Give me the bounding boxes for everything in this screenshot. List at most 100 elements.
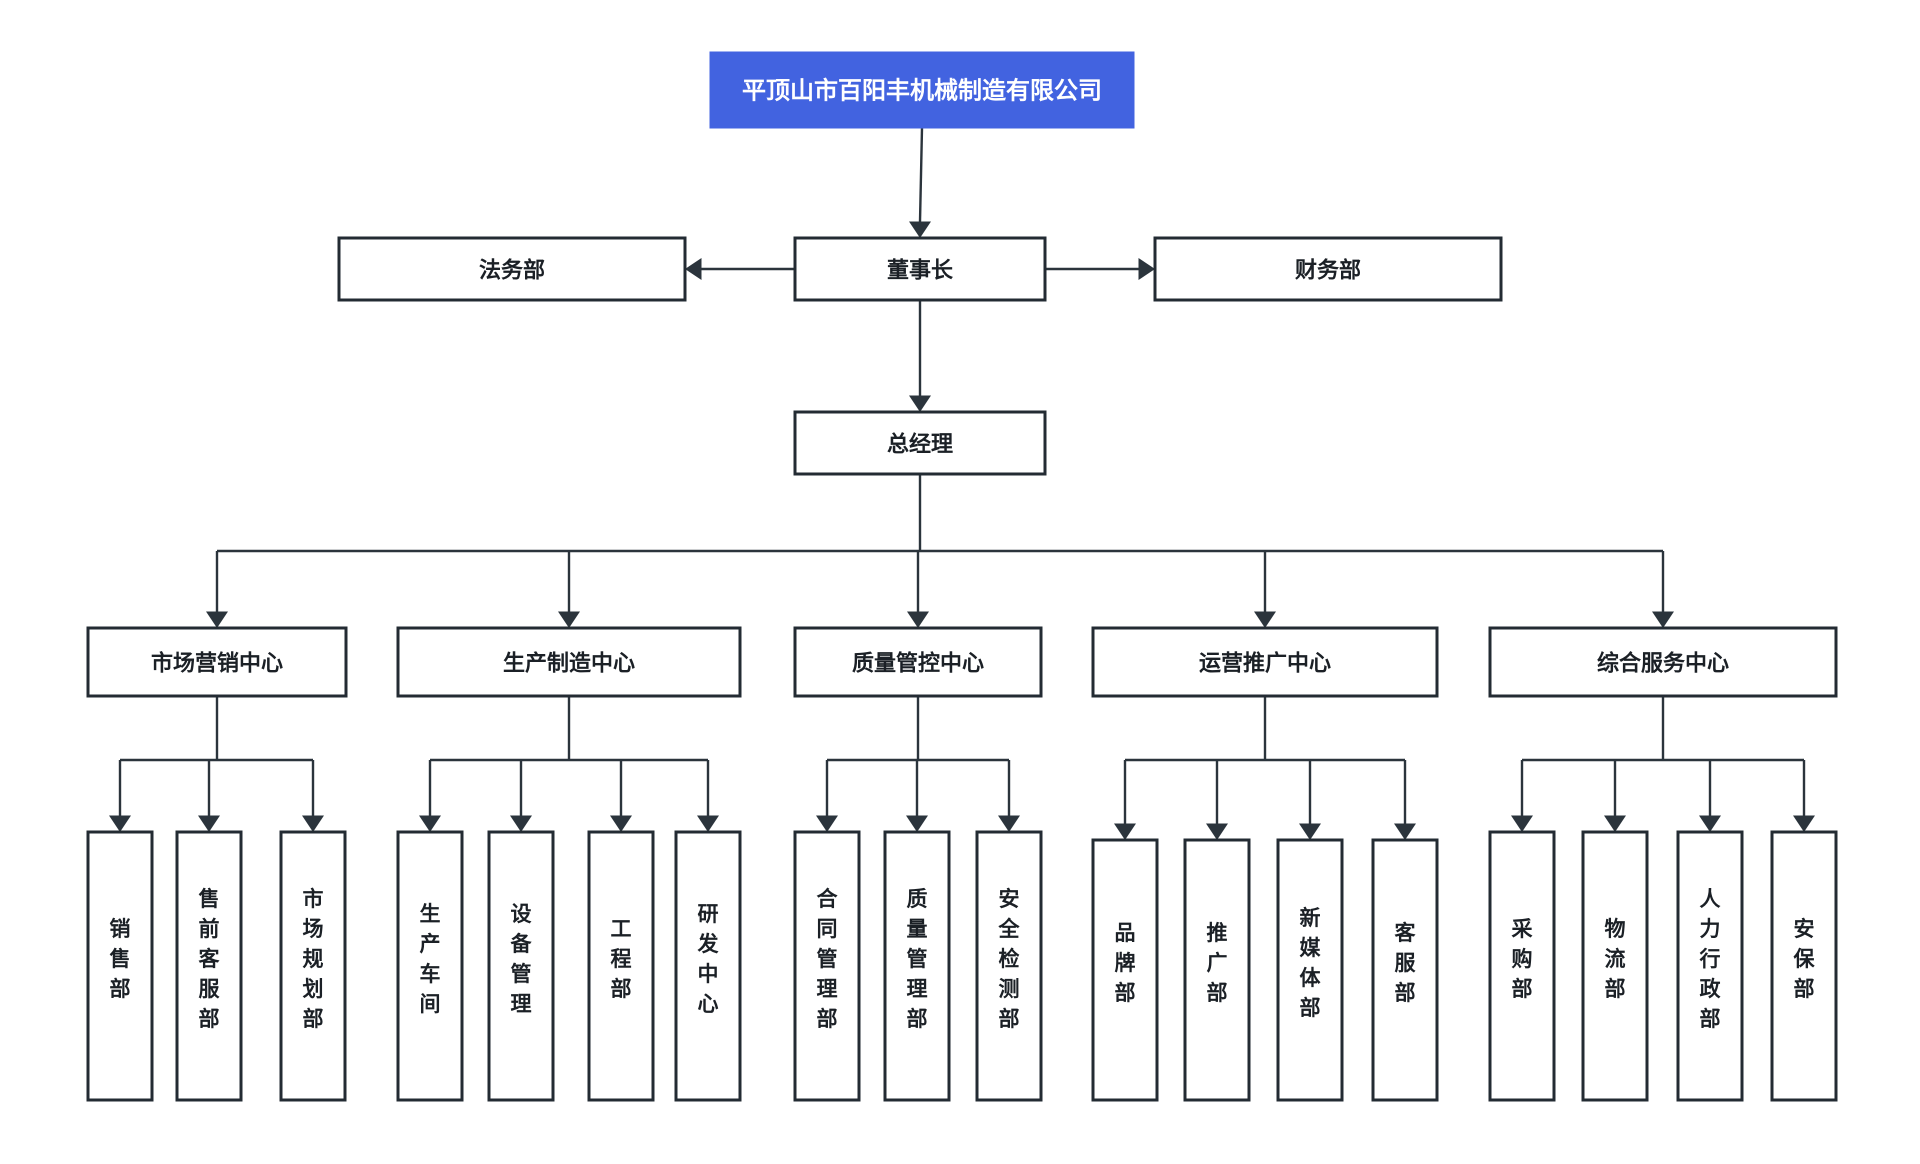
node-leaf-5-3-box[interactable] xyxy=(1676,830,1744,1102)
node-leaf-2-1[interactable]: 生产车间 xyxy=(396,830,464,1102)
arrow-leaf-5-4 xyxy=(1793,815,1815,832)
node-leaf-4-2-label: 推广部 xyxy=(1207,922,1228,1005)
node-leaf-5-4-box[interactable] xyxy=(1770,830,1838,1102)
node-leaf-2-2[interactable]: 设备管理 xyxy=(487,830,555,1102)
node-leaf-3-3-label: 安全检测部 xyxy=(998,887,1021,1031)
arrow-leaf-4-1 xyxy=(1114,823,1136,840)
node-leaf-3-1-label: 合同管理部 xyxy=(817,887,839,1031)
arrow-leaf-3-1 xyxy=(816,815,838,832)
node-leaf-4-4[interactable]: 客服部 xyxy=(1371,838,1439,1102)
node-general-manager[interactable]: 总经理 xyxy=(793,410,1047,476)
arrow-leaf-3-2 xyxy=(906,815,928,832)
node-chairman-box[interactable] xyxy=(793,236,1047,302)
node-center-3-box[interactable] xyxy=(793,626,1043,698)
node-leaf-2-4[interactable]: 研发中心 xyxy=(674,830,742,1102)
company-root-node-box[interactable] xyxy=(709,51,1135,129)
company-root-node-label: 平顶山市百阳丰机械制造有限公司 xyxy=(742,77,1102,105)
node-leaf-4-3[interactable]: 新媒体部 xyxy=(1276,838,1344,1102)
arrow-leaf-5-1 xyxy=(1511,815,1533,832)
arrow-leaf-1-3 xyxy=(302,815,324,832)
arrow-leaf-1-2 xyxy=(198,815,220,832)
node-finance-dept[interactable]: 财务部 xyxy=(1153,236,1503,302)
arrow-leaf-2-2 xyxy=(510,815,532,832)
node-leaf-1-1[interactable]: 销售部 xyxy=(86,830,154,1102)
node-leaf-1-1-box[interactable] xyxy=(86,830,154,1102)
arrow-leaf-2-1 xyxy=(419,815,441,832)
node-leaf-4-1-box[interactable] xyxy=(1091,838,1159,1102)
node-leaf-3-3-box[interactable] xyxy=(975,830,1043,1102)
node-leaf-4-2-box[interactable] xyxy=(1183,838,1251,1102)
node-leaf-4-3-label: 新媒体部 xyxy=(1300,906,1322,1020)
node-leaf-2-1-label: 生产车间 xyxy=(420,902,441,1016)
node-finance-dept-box[interactable] xyxy=(1153,236,1503,302)
arrow-leaf-4-3 xyxy=(1299,823,1321,840)
arrow-leaf-2-4 xyxy=(697,815,719,832)
node-leaf-1-3[interactable]: 市场规划部 xyxy=(279,830,347,1102)
node-general-manager-label: 总经理 xyxy=(887,432,953,457)
node-leaf-2-3-box[interactable] xyxy=(587,830,655,1102)
node-leaf-2-2-box[interactable] xyxy=(487,830,555,1102)
arrow-chairman-to-gm xyxy=(909,395,931,412)
node-finance-dept-label: 财务部 xyxy=(1295,258,1361,283)
node-leaf-2-4-label: 研发中心 xyxy=(697,903,720,1016)
node-chairman[interactable]: 董事长 xyxy=(793,236,1047,302)
arrow-leaf-4-2 xyxy=(1206,823,1228,840)
node-leaf-5-3[interactable]: 人力行政部 xyxy=(1676,830,1744,1102)
node-leaf-5-4-label: 安保部 xyxy=(1793,917,1816,1001)
node-leaf-3-2[interactable]: 质量管理部 xyxy=(883,830,951,1102)
node-leaf-5-2[interactable]: 物流部 xyxy=(1581,830,1649,1102)
node-leaf-1-2-label: 售前客服部 xyxy=(199,887,221,1031)
node-leaf-5-1-label: 采购部 xyxy=(1512,918,1533,1001)
node-leaf-3-2-box[interactable] xyxy=(883,830,951,1102)
edge-root-to-chairman xyxy=(918,127,924,222)
node-leaf-1-2-box[interactable] xyxy=(175,830,243,1102)
node-leaf-4-4-label: 客服部 xyxy=(1395,921,1417,1005)
node-leaf-3-1-box[interactable] xyxy=(793,830,861,1102)
node-leaf-1-3-label: 市场规划部 xyxy=(303,887,324,1031)
node-leaf-2-1-box[interactable] xyxy=(396,830,464,1102)
node-leaf-5-1[interactable]: 采购部 xyxy=(1488,830,1556,1102)
node-leaf-3-2-label: 质量管理部 xyxy=(907,888,928,1031)
node-leaf-2-3-label: 工程部 xyxy=(611,918,632,1001)
node-leaf-1-2[interactable]: 售前客服部 xyxy=(175,830,243,1102)
arrow-chairman-to-finance xyxy=(1138,258,1155,280)
node-center-4[interactable]: 运营推广中心 xyxy=(1091,626,1439,698)
arrow-bus-to-center-4 xyxy=(1254,611,1276,628)
node-leaf-4-4-box[interactable] xyxy=(1371,838,1439,1102)
node-leaf-5-2-box[interactable] xyxy=(1581,830,1649,1102)
node-leaf-1-3-box[interactable] xyxy=(279,830,347,1102)
arrow-bus-to-center-3 xyxy=(907,611,929,628)
node-general-manager-box[interactable] xyxy=(793,410,1047,476)
arrow-bus-to-center-2 xyxy=(558,611,580,628)
node-leaf-5-4[interactable]: 安保部 xyxy=(1770,830,1838,1102)
arrow-leaf-5-2 xyxy=(1604,815,1626,832)
node-center-5-box[interactable] xyxy=(1488,626,1838,698)
node-center-2-label: 生产制造中心 xyxy=(503,651,635,676)
connector-edges xyxy=(109,127,1815,840)
node-leaf-5-1-box[interactable] xyxy=(1488,830,1556,1102)
node-leaf-3-3[interactable]: 安全检测部 xyxy=(975,830,1043,1102)
node-legal-dept-box[interactable] xyxy=(337,236,687,302)
node-center-1-box[interactable] xyxy=(86,626,348,698)
node-leaf-4-1[interactable]: 品牌部 xyxy=(1091,838,1159,1102)
node-center-2-box[interactable] xyxy=(396,626,742,698)
node-leaf-3-1[interactable]: 合同管理部 xyxy=(793,830,861,1102)
node-center-3[interactable]: 质量管控中心 xyxy=(793,626,1043,698)
node-leaf-4-3-box[interactable] xyxy=(1276,838,1344,1102)
node-center-5-label: 综合服务中心 xyxy=(1597,651,1729,676)
node-legal-dept[interactable]: 法务部 xyxy=(337,236,687,302)
node-leaf-2-4-box[interactable] xyxy=(674,830,742,1102)
node-center-2[interactable]: 生产制造中心 xyxy=(396,626,742,698)
node-center-1[interactable]: 市场营销中心 xyxy=(86,626,348,698)
node-leaf-1-1-label: 销售部 xyxy=(110,917,131,1001)
node-leaf-4-2[interactable]: 推广部 xyxy=(1183,838,1251,1102)
node-legal-dept-label: 法务部 xyxy=(479,258,545,283)
node-leaf-2-3[interactable]: 工程部 xyxy=(587,830,655,1102)
node-center-4-box[interactable] xyxy=(1091,626,1439,698)
arrow-bus-to-center-1 xyxy=(206,611,228,628)
node-center-5[interactable]: 综合服务中心 xyxy=(1488,626,1838,698)
company-root-node[interactable]: 平顶山市百阳丰机械制造有限公司 xyxy=(709,51,1135,129)
